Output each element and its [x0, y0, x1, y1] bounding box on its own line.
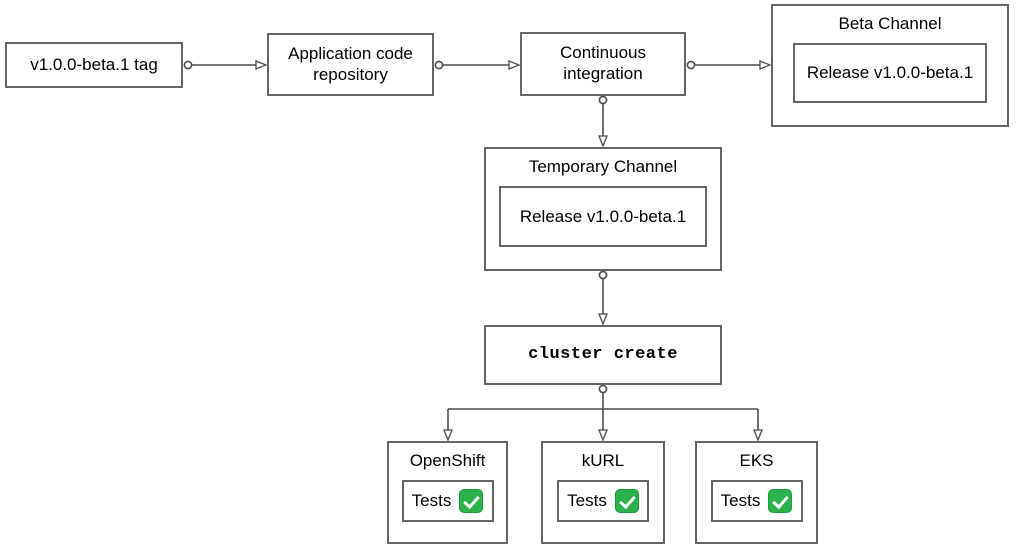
node-target-eks-tests[interactable]: Tests	[710, 480, 803, 522]
node-application-code-repository[interactable]: Application code repository	[267, 33, 434, 96]
node-target-openshift-title: OpenShift	[409, 451, 486, 470]
node-beta-channel[interactable]: Beta Channel Release v1.0.0-beta.1	[771, 4, 1009, 127]
node-target-kurl-tests-label: Tests	[567, 491, 607, 510]
edge-repo-to-ci	[434, 61, 518, 68]
node-target-kurl-tests[interactable]: Tests	[557, 480, 649, 522]
node-continuous-integration-label: Continuous integration	[559, 43, 646, 83]
node-temporary-channel-release-label: Release v1.0.0-beta.1	[519, 206, 687, 226]
edge-temporary-channel-to-cluster-create	[599, 270, 606, 323]
node-target-kurl[interactable]: kURL Tests	[541, 441, 665, 544]
node-beta-channel-title: Beta Channel	[838, 14, 942, 33]
node-temporary-channel-release[interactable]: Release v1.0.0-beta.1	[499, 186, 707, 247]
node-target-openshift[interactable]: OpenShift Tests	[387, 441, 508, 544]
node-temporary-channel-title: Temporary Channel	[528, 157, 678, 176]
check-mark-button-icon	[768, 489, 793, 513]
node-target-eks[interactable]: EKS Tests	[695, 441, 818, 544]
edge-cluster-create-branch	[448, 384, 758, 439]
node-target-openshift-tests[interactable]: Tests	[401, 480, 494, 522]
edge-ci-to-beta-channel	[686, 61, 769, 68]
node-target-eks-tests-label: Tests	[720, 491, 761, 510]
node-version-tag-label: v1.0.0-beta.1 tag	[30, 54, 158, 74]
node-target-openshift-tests-label: Tests	[411, 491, 452, 510]
node-continuous-integration[interactable]: Continuous integration	[520, 32, 686, 96]
node-target-kurl-title: kURL	[581, 451, 625, 470]
node-beta-channel-release[interactable]: Release v1.0.0-beta.1	[793, 43, 987, 103]
node-cluster-create[interactable]: cluster create	[484, 325, 722, 385]
node-target-eks-title: EKS	[739, 451, 774, 470]
node-version-tag[interactable]: v1.0.0-beta.1 tag	[5, 42, 183, 88]
edge-tag-to-repo	[183, 61, 265, 68]
edge-ci-to-temporary-channel	[599, 95, 606, 145]
node-temporary-channel[interactable]: Temporary Channel Release v1.0.0-beta.1	[484, 147, 722, 271]
check-mark-button-icon	[459, 489, 484, 513]
node-application-code-repository-label: Application code repository	[288, 43, 413, 84]
node-cluster-create-label: cluster create	[528, 344, 678, 364]
check-mark-button-icon	[614, 489, 639, 513]
node-beta-channel-release-label: Release v1.0.0-beta.1	[806, 63, 974, 82]
